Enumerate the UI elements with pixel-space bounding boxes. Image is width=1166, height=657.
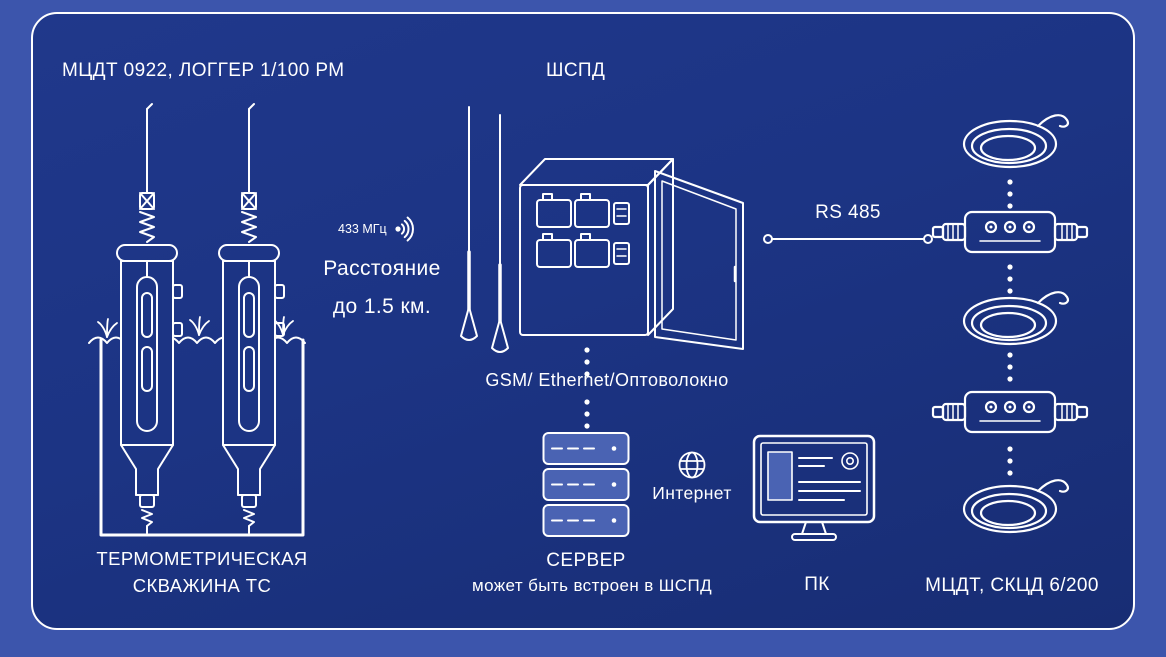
sensor-chain-illustration bbox=[931, 114, 1089, 534]
rs485-label: RS 485 bbox=[815, 202, 881, 223]
distance-line1: Расстояние bbox=[323, 257, 441, 280]
rs485-link-line bbox=[763, 234, 933, 244]
well-label-line1: ТЕРМОМЕТРИЧЕСКАЯ bbox=[96, 548, 308, 569]
internet-globe-icon bbox=[678, 451, 706, 479]
shspd-cabinet-illustration bbox=[460, 106, 744, 353]
shspd-title: ШСПД bbox=[546, 60, 606, 81]
frequency-row: 433 МГц bbox=[338, 216, 420, 242]
dotted-link-icon bbox=[584, 347, 590, 377]
server-illustration bbox=[542, 432, 630, 537]
well-label-line2: СКВАЖИНА ТС bbox=[132, 575, 272, 596]
right-devices-label: МЦДТ, СКЦД 6/200 bbox=[925, 575, 1099, 596]
radio-waves-icon bbox=[395, 216, 414, 242]
dotted-link-icon bbox=[584, 399, 590, 429]
distance-line2: до 1.5 км. bbox=[332, 295, 432, 318]
diagram-panel: МЦДТ 0922, ЛОГГЕР 1/100 РМ ШСПД 433 МГц … bbox=[31, 12, 1135, 630]
server-note: может быть встроен в ШСПД bbox=[472, 576, 712, 595]
thermometric-wells-illustration bbox=[88, 103, 306, 537]
gsm-link-label: GSM/ Ethernet/Оптоволокно bbox=[485, 370, 729, 390]
logger-title: МЦДТ 0922, ЛОГГЕР 1/100 РМ bbox=[62, 60, 345, 81]
frequency-label: 433 МГц bbox=[338, 222, 387, 236]
server-label: СЕРВЕР bbox=[546, 550, 626, 571]
pc-label: ПК bbox=[804, 574, 830, 595]
pc-monitor-illustration bbox=[752, 434, 876, 541]
internet-label: Интернет bbox=[652, 483, 732, 503]
